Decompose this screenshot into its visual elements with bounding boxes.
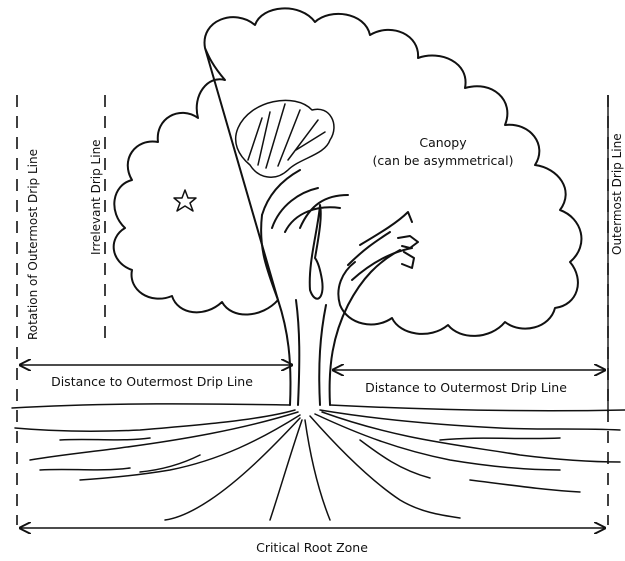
canopy-label: Canopy [419,135,467,150]
outermost-drip-line-label: Outermost Drip Line [610,133,624,255]
rotation-drip-line-label: Rotation of Outermost Drip Line [26,149,40,340]
tree-roots [14,409,621,521]
tree-trunk [260,214,401,406]
canopy-sublabel: (can be asymmetrical) [373,153,514,168]
distance-left-label: Distance to Outermost Drip Line [51,374,253,389]
canopy-gap [234,99,335,178]
tree-branches [261,169,419,300]
ground-line [11,403,625,412]
critical-root-zone-label: Critical Root Zone [256,540,368,555]
upper-branches [247,103,326,169]
star-mark [173,189,197,212]
canopy-outline [112,7,583,337]
irrelevant-drip-line-label: Irrelevant Drip Line [89,139,103,255]
distance-right-label: Distance to Outermost Drip Line [365,380,567,395]
